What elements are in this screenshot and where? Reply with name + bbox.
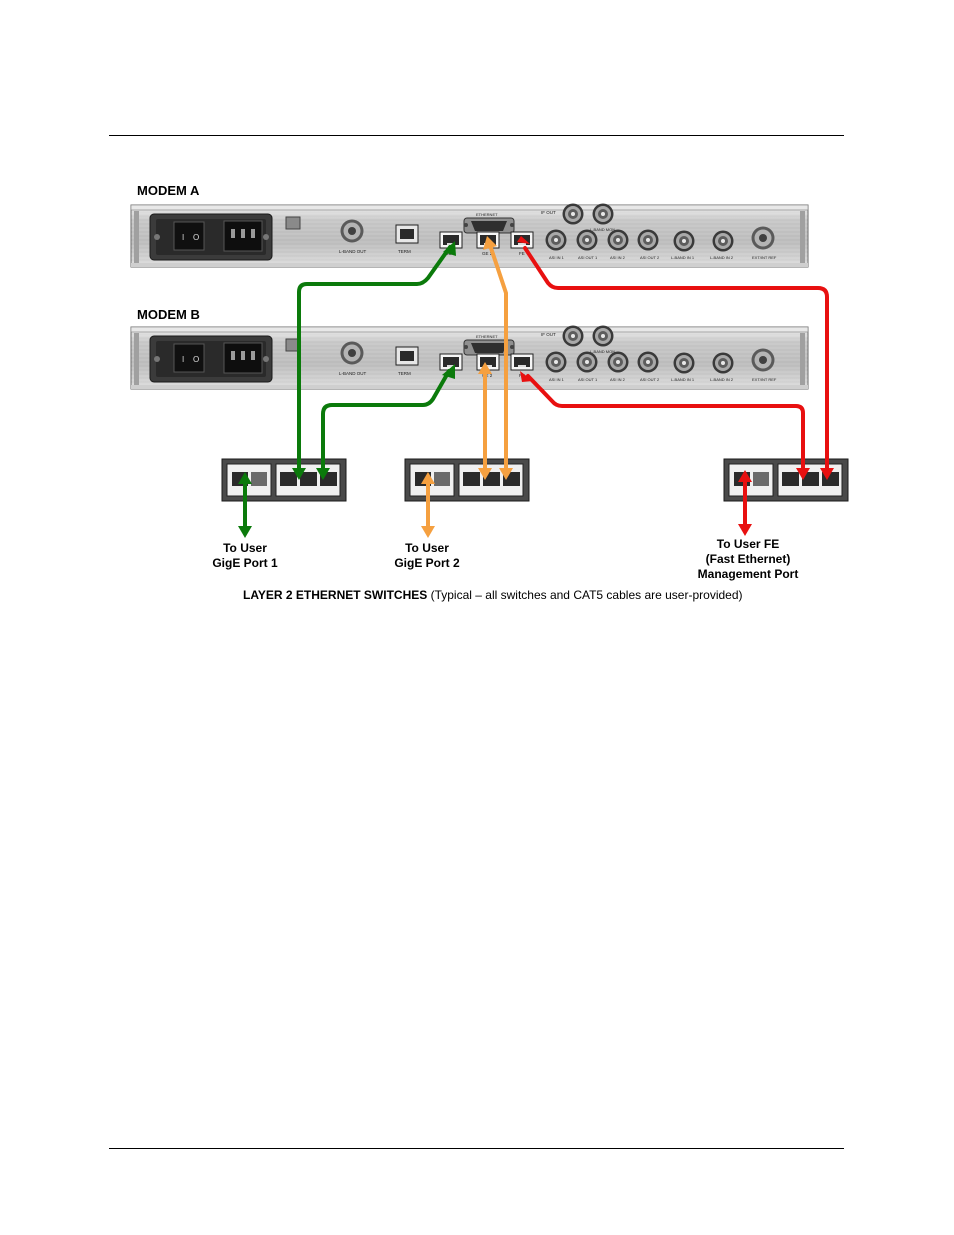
cable-red-b: [526, 374, 805, 472]
user-gige1-line1: To User: [223, 541, 267, 555]
arrowhead: [421, 526, 435, 538]
footer-rule: [109, 1148, 844, 1149]
arrowhead: [316, 468, 330, 480]
arrowhead: [238, 472, 252, 484]
arrowhead: [499, 468, 513, 480]
modem-b-rear-panel: [131, 326, 808, 390]
user-gige1-line2: GigE Port 1: [212, 556, 278, 570]
user-fe-label: To User FE (Fast Ethernet) Management Po…: [683, 537, 813, 582]
cable-orange-a: [488, 243, 508, 472]
header-rule: [109, 135, 844, 136]
arrowhead: [442, 364, 455, 379]
connection-diagram: I O L-BAND OUT TERM ETHERNET: [0, 0, 849, 538]
user-fe-line3: Management Port: [697, 567, 799, 581]
arrowhead: [517, 236, 530, 244]
user-fe-line2: (Fast Ethernet): [705, 552, 791, 566]
modem-a-title: MODEM A: [137, 183, 200, 198]
cable-green-a: [297, 245, 452, 472]
arrowhead: [820, 468, 834, 480]
caption-rest: (Typical – all switches and CAT5 cables …: [427, 588, 743, 602]
arrowhead: [478, 468, 492, 480]
user-gige1-label: To User GigE Port 1: [190, 541, 300, 571]
arrowhead: [238, 526, 252, 538]
arrowhead: [292, 468, 306, 480]
arrowhead: [478, 362, 492, 374]
user-gige2-line2: GigE Port 2: [394, 556, 460, 570]
arrowhead: [520, 371, 533, 382]
arrowhead: [421, 472, 435, 484]
caption-bold: LAYER 2 ETHERNET SWITCHES: [243, 588, 428, 602]
arrowhead: [443, 241, 456, 256]
modem-a-rear-panel: [131, 204, 808, 268]
arrowhead: [796, 468, 810, 480]
user-gige2-line1: To User: [405, 541, 449, 555]
arrowhead: [738, 524, 752, 536]
cable-green-b: [321, 369, 451, 472]
cable-red-a: [523, 246, 829, 472]
figure-caption: LAYER 2 ETHERNET SWITCHES (Typical – all…: [243, 588, 803, 602]
user-fe-line1: To User FE: [716, 537, 780, 551]
arrowhead: [738, 470, 752, 482]
user-gige2-label: To User GigE Port 2: [372, 541, 482, 571]
modem-b-title: MODEM B: [137, 307, 200, 322]
arrowhead: [483, 236, 497, 250]
